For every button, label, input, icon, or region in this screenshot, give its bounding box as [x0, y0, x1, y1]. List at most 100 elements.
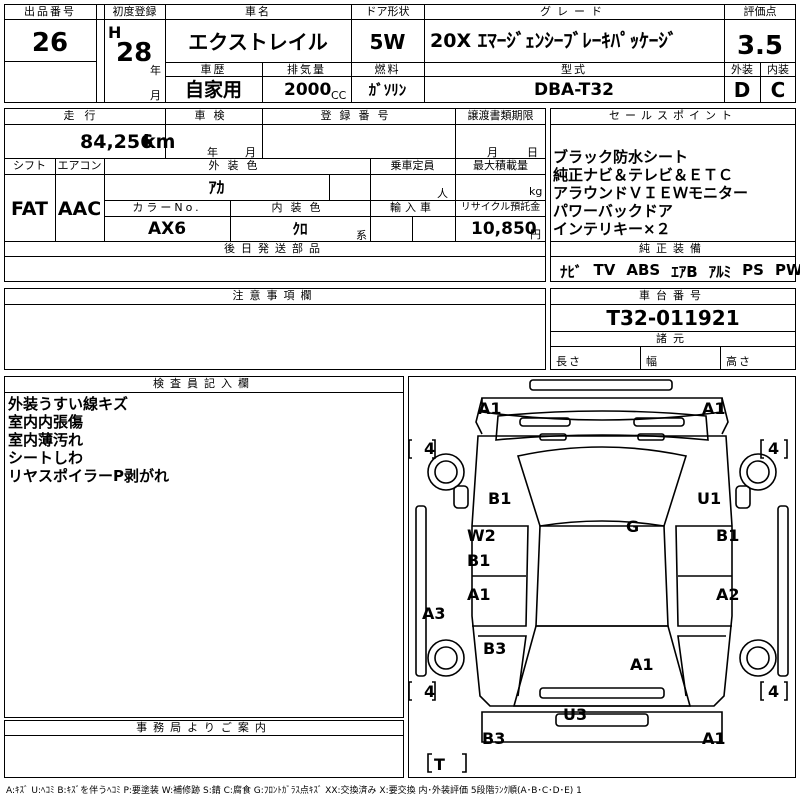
history: 自家用	[184, 79, 242, 101]
chassis-box	[550, 288, 796, 370]
height-label: 高さ	[726, 355, 752, 368]
mark-fender-right: U1	[697, 489, 722, 508]
mileage-label: 走行	[63, 109, 106, 122]
mark-spare: T	[434, 755, 445, 774]
equipment-item: ｴｱB	[671, 263, 698, 281]
damage-diagram-box	[408, 376, 796, 778]
mark-rear-right: A1	[702, 729, 726, 748]
plate-label: 登録番号	[320, 109, 397, 122]
mark-fender-left: B1	[488, 489, 512, 508]
recycle-label: リサイクル預託金	[460, 202, 541, 213]
recycle-fee: 10,850	[471, 219, 537, 239]
lot-number: 26	[31, 28, 69, 58]
inspector-label: 検査員記入欄	[153, 377, 255, 390]
km-unit: km	[143, 131, 176, 153]
equipment-item: PS	[742, 261, 764, 279]
mark-front-door-left-1: W2	[467, 526, 496, 545]
sales-point: アラウンドＶＩＥＷモニター	[553, 184, 749, 202]
sales-point: ブラック防水シート	[553, 148, 689, 166]
inspector-note: 室内薄汚れ	[8, 431, 84, 449]
ac: AAC	[57, 198, 102, 220]
displacement: 2000	[284, 80, 332, 100]
equipment-item: TV	[593, 261, 616, 279]
caution-label: 注意事項欄	[232, 289, 318, 302]
max-load-label: 最大積載量	[473, 159, 528, 172]
ac-label: エアコン	[57, 159, 102, 172]
car-name-label: 車名	[245, 5, 271, 18]
chassis-label: 車台番号	[639, 289, 707, 302]
month-unit: 月	[150, 89, 161, 102]
sales-point: パワーバックドア	[553, 202, 673, 220]
shift: FAT	[11, 198, 48, 220]
mark-tire-rr: 4	[768, 682, 780, 701]
inspection-year-unit: 年	[207, 146, 218, 159]
recycle-unit: 円	[530, 228, 541, 241]
grade-label: グレード	[540, 5, 608, 18]
inspector-note: 室内内張傷	[8, 413, 84, 431]
displacement-label: 排気量	[287, 63, 326, 76]
fuel: ｶﾞｿﾘﾝ	[368, 81, 407, 99]
mark-rear-door-right: A2	[716, 585, 740, 604]
shift-label: シフト	[13, 159, 46, 172]
color-no: AX6	[147, 219, 187, 239]
chassis-number: T32-011921	[606, 306, 740, 330]
inspector-note: シートしわ	[8, 449, 84, 467]
length-label: 長さ	[556, 355, 582, 368]
later-parts-label: 後日発送部品	[224, 242, 326, 255]
caution-box	[4, 288, 546, 370]
inspection-month-unit: 月	[245, 146, 256, 159]
int-color-label: 内装色	[271, 201, 329, 214]
int-color-unit: 系	[356, 229, 367, 242]
grade: 20X ｴﾏｰｼﾞｪﾝｼｰﾌﾞﾚｰｷﾊﾟｯｹｰｼﾞ	[430, 30, 678, 52]
sales-points-list: ブラック防水シート 純正ナビ＆テレビ＆ＥＴＣ アラウンドＶＩＥＷモニター パワー…	[553, 148, 748, 238]
exterior-grade: D	[733, 78, 751, 102]
reg-year: 28	[116, 38, 153, 68]
mark-quarter-left: B3	[483, 639, 507, 658]
inspector-note: 外装うすい線キズ	[8, 395, 129, 413]
year-unit: 年	[150, 64, 161, 77]
mark-rear-bumper-center: U3	[563, 705, 588, 724]
mark-rear-left: B3	[482, 729, 506, 748]
car-name: エクストレイル	[188, 30, 328, 54]
mark-front-left: A1	[478, 399, 502, 418]
color-no-label: カラーNo.	[132, 201, 202, 214]
sales-point: 純正ナビ＆テレビ＆ＥＴＣ	[553, 166, 734, 184]
interior-grade: C	[770, 78, 786, 102]
transfer-label: 譲渡書類期限	[467, 109, 534, 122]
int-color: ｸﾛ	[292, 220, 308, 238]
vehicle-detail-table	[4, 108, 546, 282]
door-label: ドア形状	[365, 5, 410, 18]
mark-front-door-left-2: B1	[467, 551, 491, 570]
mark-front-right: A1	[702, 399, 726, 418]
legend: A:ｷｽﾞ U:ﾍｺﾐ B:ｷｽﾞを伴うﾍｺﾐ P:要塗装 W:補修跡 S:錆 …	[6, 786, 582, 796]
inspector-notes: 外装うすい線キズ 室内内張傷 室内薄汚れ シートしわ リヤスポイラーP剥がれ	[8, 395, 169, 485]
import-label: 輸入車	[390, 201, 435, 214]
transfer-month-unit: 月	[487, 146, 498, 159]
ext-color: ｱｶ	[208, 178, 225, 197]
width-label: 幅	[646, 355, 657, 368]
transfer-day-unit: 日	[527, 146, 538, 159]
inspector-note: リヤスポイラーP剥がれ	[8, 467, 169, 485]
mileage: 84,256	[80, 131, 154, 153]
mark-roof: G	[626, 517, 640, 536]
inspection-label: 車検	[194, 109, 233, 122]
history-label: 車歴	[200, 63, 227, 76]
model: DBA-T32	[533, 80, 615, 100]
model-label: 型式	[561, 63, 587, 76]
mark-front-door-right: B1	[716, 526, 740, 545]
equipment-list: ﾅﾋﾞ TV ABS ｴｱB ｱﾙﾐ PS PW	[560, 261, 800, 282]
spec-label: 諸元	[656, 332, 690, 345]
first-reg-label: 初度登録	[112, 5, 157, 18]
max-load-unit: kg	[529, 185, 543, 198]
equipment-item: ABS	[626, 261, 661, 279]
mark-tire-rl: 4	[424, 682, 436, 701]
exterior-label: 外装	[731, 63, 753, 76]
cc-unit: CC	[331, 89, 347, 102]
equipment-item: ｱﾙﾐ	[708, 263, 732, 281]
ext-color-label: 外装色	[208, 159, 266, 172]
sales-label: セールスポイント	[609, 109, 737, 122]
interior-label: 内装	[767, 63, 789, 76]
header-table	[4, 4, 796, 103]
fuel-label: 燃料	[374, 63, 401, 76]
mark-tailgate-glass: A1	[630, 655, 654, 674]
